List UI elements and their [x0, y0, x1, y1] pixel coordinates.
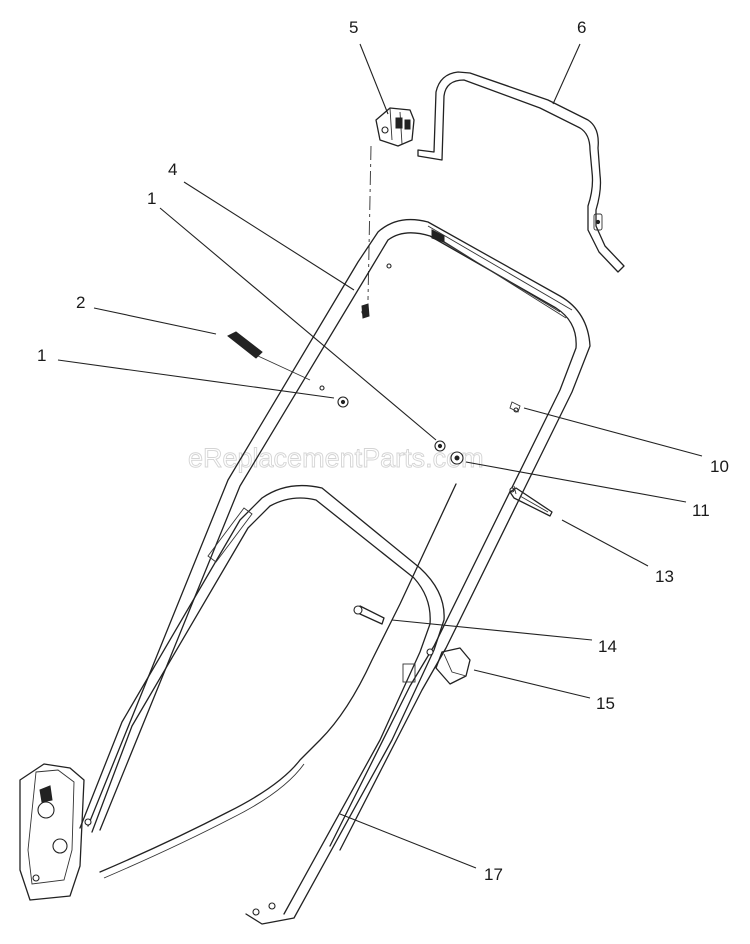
callout-1-lower: 1: [37, 346, 46, 365]
callout-2: 2: [76, 293, 85, 312]
callout-10: 10: [710, 457, 729, 476]
leader-17: [339, 813, 477, 869]
part-10-spacer: [509, 401, 521, 413]
leader-6: [552, 43, 581, 105]
callout-15: 15: [596, 694, 615, 713]
callout-5: 5: [349, 18, 358, 37]
upper-handle-frame: [87, 218, 591, 851]
part-13-bolt: [509, 485, 553, 517]
callout-6: 6: [577, 18, 586, 37]
part-17-cable: [99, 483, 457, 873]
lower-handle: [19, 484, 445, 925]
part-11-washer: [450, 451, 464, 465]
callout-4: 4: [168, 160, 177, 179]
callout-17: 17: [484, 865, 503, 884]
callout-13: 13: [655, 567, 674, 586]
leader-1b: [57, 359, 335, 399]
part-1-nut-right: [434, 440, 446, 452]
leader-13: [561, 519, 649, 567]
leader-10: [523, 407, 703, 457]
part-5-bracket: [375, 107, 415, 147]
leader-5: [359, 43, 389, 115]
part-1-nut-left: [337, 396, 349, 408]
part-14-bolt: [353, 605, 385, 625]
leader-1a: [159, 207, 437, 441]
leader-15: [473, 669, 591, 699]
leader-14: [391, 619, 593, 641]
watermark-text: eReplacementParts.com: [188, 443, 484, 473]
part-6-bail: [417, 71, 625, 273]
leader-2: [93, 307, 217, 335]
assembly-centerline: [367, 145, 372, 301]
part-4-fastener: [361, 303, 370, 319]
leader-4: [183, 181, 355, 291]
callout-1-upper: 1: [147, 189, 156, 208]
part-2-cable-tie: [227, 331, 311, 381]
leader-11: [465, 461, 687, 503]
callout-14: 14: [598, 637, 617, 656]
callout-11: 11: [692, 501, 710, 520]
part-15-knob: [426, 647, 471, 685]
leader-lines: [57, 43, 703, 869]
